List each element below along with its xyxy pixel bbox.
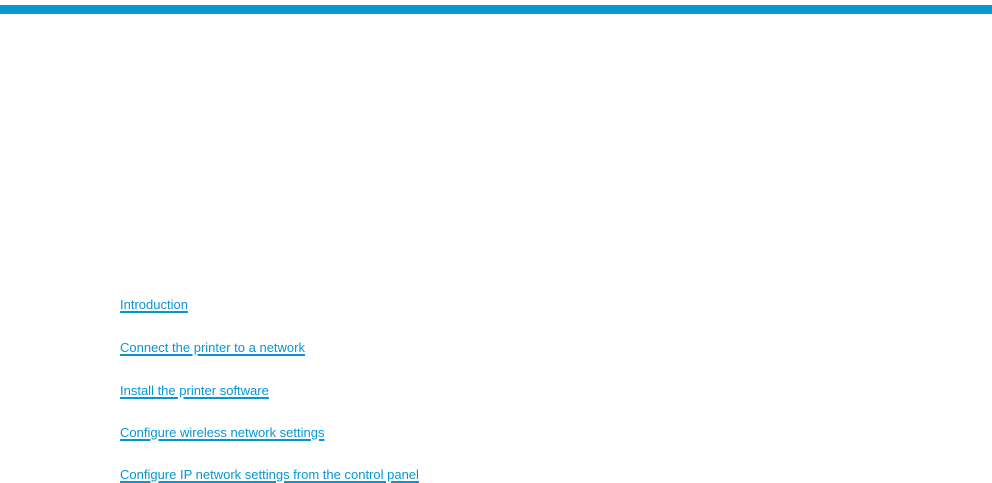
header-accent-bar — [0, 5, 992, 14]
document-link-3[interactable]: Install the printer software — [120, 383, 269, 398]
document-link-1[interactable]: Introduction — [120, 297, 188, 312]
document-link-4[interactable]: Configure wireless network settings — [120, 425, 325, 440]
document-link-5[interactable]: Configure IP network settings from the c… — [120, 467, 419, 482]
document-link-2[interactable]: Connect the printer to a network — [120, 340, 305, 355]
